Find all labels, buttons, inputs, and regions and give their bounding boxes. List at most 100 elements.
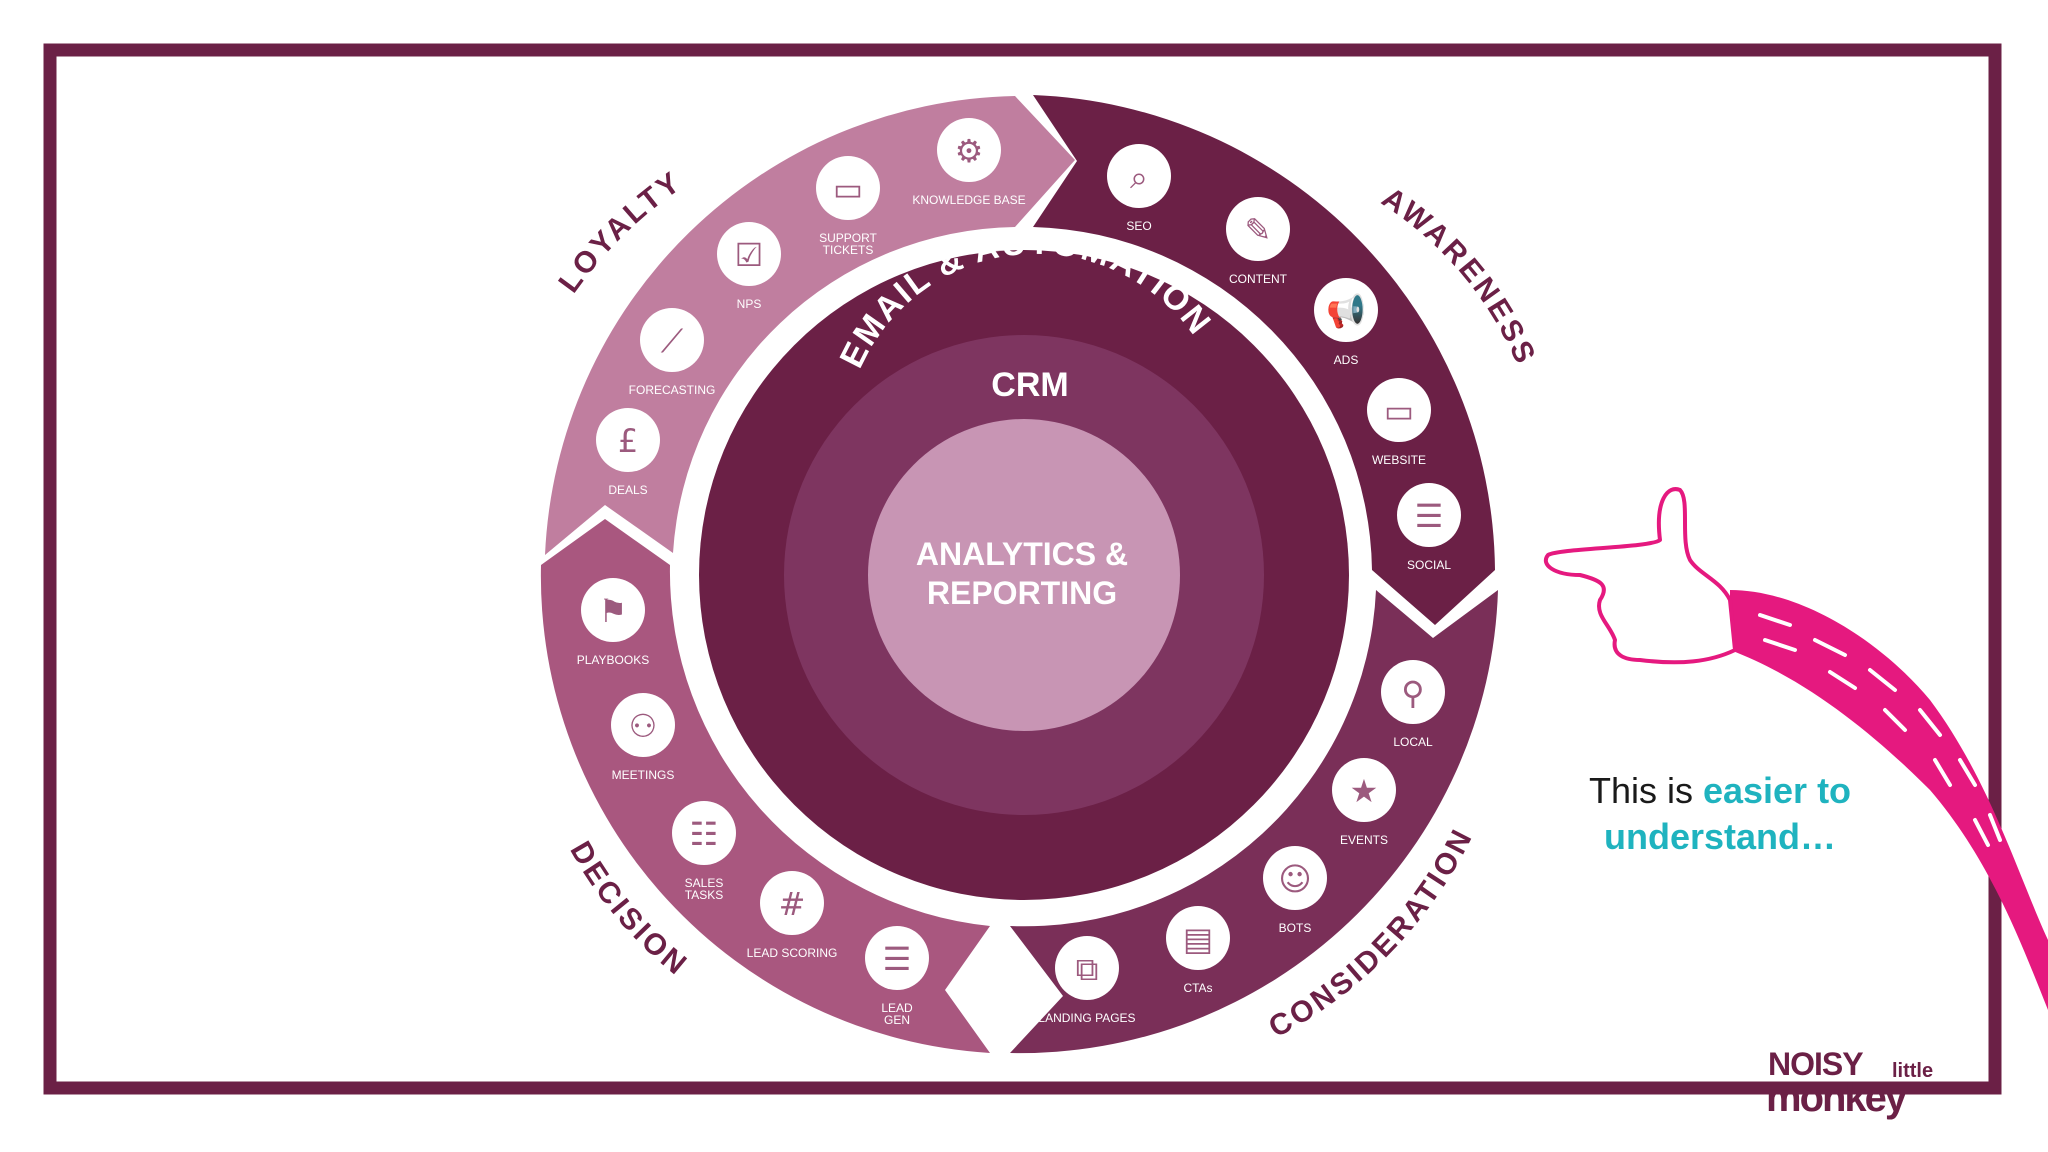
item-playbooks: ⚑ PLAYBOOKS [577, 578, 649, 667]
noisy-little-monkey-logo: NOISY little monkey [1764, 1046, 1954, 1126]
segment-awareness [1033, 95, 1495, 625]
pound-icon: £ [618, 422, 638, 460]
item-kb: ⚙KNOWLEDGE BASE [912, 118, 1026, 207]
caption-highlight-line1: easier to [1702, 770, 1852, 811]
item-label: EVENTS [1340, 833, 1388, 847]
megaphone-icon: 📢 [1326, 292, 1366, 330]
item-label: GEN [884, 1013, 910, 1027]
item-icon-bg [816, 156, 880, 220]
item-label: TASKS [685, 888, 723, 902]
item-ctas: ▤ CTAs [1166, 906, 1230, 995]
item-label: SALES [685, 876, 724, 890]
item-label: PLAYBOOKS [577, 653, 649, 667]
item-label: SUPPORT [819, 231, 877, 245]
analytics-center [868, 419, 1180, 731]
item-meetings: ⚇ MEETINGS [611, 693, 675, 782]
item-local: ⚲ LOCAL [1381, 660, 1445, 749]
robot-icon: ☺ [1278, 860, 1311, 898]
pointing-hand-illustration [1544, 487, 2048, 1010]
item-icon-bg [1263, 846, 1327, 910]
logo-monkey: monkey [1766, 1076, 1907, 1120]
caption-highlight-line2: understand… [1603, 816, 1836, 857]
people-icon: ⚇ [629, 707, 658, 745]
item-label: CONTENT [1229, 272, 1288, 286]
logo-little: little [1892, 1060, 1934, 1082]
item-icon-bg [1107, 144, 1171, 208]
arm-stitches [1758, 613, 2002, 847]
caption: This is easier to understand… [1530, 768, 1910, 860]
item-events: ★ EVENTS [1332, 758, 1396, 847]
item-label: DEALS [608, 483, 647, 497]
item-label: BOTS [1279, 921, 1312, 935]
slide-frame [43, 43, 2002, 1095]
item-icon-bg [1397, 483, 1461, 547]
item-label: LOCAL [1393, 735, 1433, 749]
item-label: MEETINGS [612, 768, 675, 782]
item-label: FORECASTING [629, 383, 716, 397]
item-deals: £ DEALS [596, 408, 660, 497]
playbook-icon: ⚑ [599, 592, 628, 630]
item-icon-bg [760, 871, 824, 935]
item-icon-bg [717, 222, 781, 286]
item-icon-bg [611, 693, 675, 757]
segment-consideration [1010, 590, 1498, 1054]
item-label: LEAD [881, 1001, 913, 1015]
logo-noisy: NOISY [1768, 1046, 1864, 1082]
item-icon-bg [865, 926, 929, 990]
channel-items: ⌕ SEO ✎ CONTENT 📢 ADS ▭WEBSITE ☰ SOCIAL ⚲ LOCAL ★ EV… [577, 118, 1461, 1027]
hand [1544, 487, 1737, 665]
checklist-icon: ☑ [735, 236, 764, 274]
magnifier-icon: ⌕ [1130, 158, 1148, 196]
item-bots: ☺ BOTS [1263, 846, 1327, 935]
item-social: ☰ SOCIAL [1397, 483, 1461, 572]
item-icon-bg [1381, 660, 1445, 724]
landing-page-icon: ⧉ [1076, 950, 1099, 988]
item-label: LANDING PAGES [1038, 1011, 1135, 1025]
item-icon-bg [1332, 758, 1396, 822]
item-icon-bg [596, 408, 660, 472]
item-label: SOCIAL [1407, 558, 1451, 572]
item-label: TICKETS [823, 243, 874, 257]
arm-sleeve [1730, 590, 2048, 1010]
cta-buttons-icon: ▤ [1183, 920, 1213, 958]
item-label: SEO [1126, 219, 1151, 233]
crm-label: CRM [991, 366, 1068, 404]
item-label: ADS [1334, 353, 1359, 367]
calendar-star-icon: ★ [1350, 772, 1379, 810]
item-icon-bg [1226, 197, 1290, 261]
analytics-label-line2: REPORTING [927, 575, 1117, 611]
chart-icon: ⟋ [661, 322, 684, 360]
document-icon: ☰ [883, 940, 912, 978]
item-icon-bg [581, 578, 645, 642]
pencil-icon: ✎ [1245, 211, 1272, 249]
item-label: CTAs [1183, 981, 1212, 995]
item-website: ▭WEBSITE [1367, 378, 1431, 467]
item-icon-bg [1166, 906, 1230, 970]
analytics-label-line1: ANALYTICS & [916, 536, 1128, 572]
laptop-icon: ▭ [1384, 392, 1414, 430]
item-icon-bg [1367, 378, 1431, 442]
item-icon-bg [1314, 278, 1378, 342]
ticket-icon: ▭ [833, 170, 863, 208]
clipboard-icon: ☷ [690, 815, 719, 853]
item-forecasting: ⟋ FORECASTING [629, 308, 716, 397]
caption-prefix: This is [1588, 770, 1703, 811]
item-icon-bg [672, 801, 736, 865]
chat-bubbles-icon: ☰ [1415, 497, 1444, 535]
segment-loyalty [545, 96, 1075, 555]
item-icon-bg [937, 118, 1001, 182]
item-seo: ⌕ SEO [1107, 144, 1171, 233]
item-content: ✎ CONTENT [1226, 197, 1290, 286]
item-icon-bg [640, 308, 704, 372]
map-pin-icon: ⚲ [1401, 674, 1424, 712]
item-label: KNOWLEDGE BASE [912, 193, 1025, 207]
item-ads: 📢 ADS [1314, 278, 1378, 367]
segment-decision [540, 519, 990, 1053]
item-landing: ⧉ LANDING PAGES [1038, 936, 1136, 1025]
hash-icon: # [779, 885, 806, 923]
item-nps: ☑NPS [717, 222, 781, 311]
